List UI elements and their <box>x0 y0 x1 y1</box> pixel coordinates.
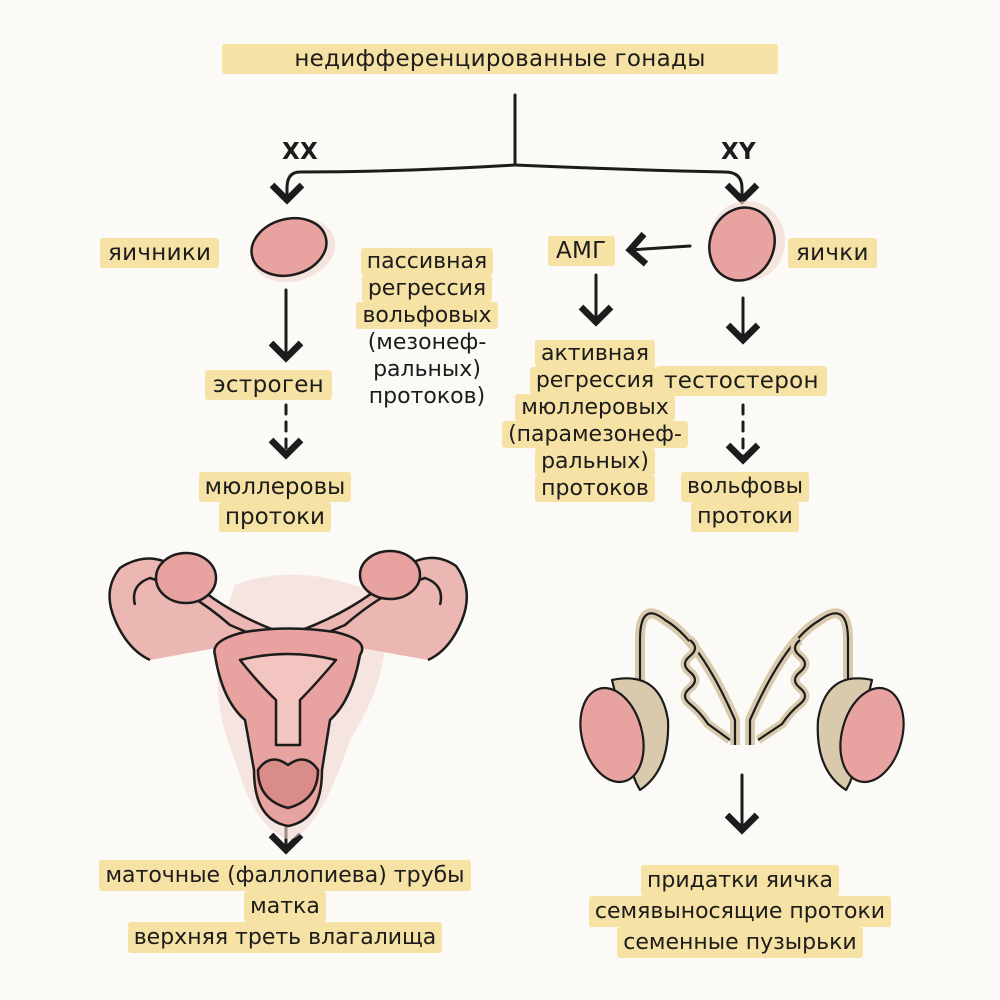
passive-regression-note: (мезонеф- <box>367 330 487 355</box>
active-regression-line: активная <box>535 340 655 367</box>
branch-connector <box>269 93 760 205</box>
passive-regression: пассивная регрессия вольфовых (мезонеф- … <box>352 248 502 410</box>
estrogen-label: эстроген <box>205 370 333 400</box>
active-regression-note: (парамезонеф- <box>502 421 688 448</box>
male-outcome-item: семявыносящие протоки <box>588 896 892 927</box>
female-outcome-item: маточные (фаллопиева) трубы <box>99 860 471 891</box>
male-outcomes: придатки яичка семявыносящие протоки сем… <box>545 865 935 958</box>
testosterone-label: тестостерон <box>656 366 827 396</box>
female-outcome-item: верхняя треть влагалища <box>127 922 443 953</box>
mullerian-ducts: мюллеровы протоки <box>180 472 370 532</box>
ovaries-label: яичники <box>100 238 220 268</box>
testes-illustration <box>579 608 905 792</box>
active-regression: активная регрессия мюллеровых (парамезон… <box>500 340 690 502</box>
passive-regression-line: регрессия <box>361 275 493 302</box>
ovary-icon <box>250 216 336 282</box>
passive-regression-line: пассивная <box>360 248 494 275</box>
uterus-illustration <box>108 549 469 840</box>
wolffian-ducts-line: протоки <box>691 502 799 532</box>
testes-label: яички <box>788 238 877 268</box>
passive-regression-line: вольфовых <box>356 302 498 329</box>
passive-regression-note: протоков) <box>368 384 486 409</box>
active-regression-note: протоков <box>535 475 655 502</box>
male-arrows <box>578 231 761 835</box>
title-undifferentiated-gonads: недифференцированные гонады <box>222 44 778 74</box>
female-outcome-item: матка <box>244 891 326 922</box>
active-regression-line: регрессия <box>529 367 661 394</box>
wolffian-ducts: вольфовы протоки <box>665 472 825 532</box>
amh-label: АМГ <box>548 236 615 266</box>
male-outcome-item: семенные пузырьки <box>617 927 863 958</box>
mullerian-ducts-line: протоки <box>218 502 332 532</box>
active-regression-line: мюллеровых <box>515 394 675 421</box>
branch-label-xy: XY <box>721 139 756 165</box>
passive-regression-note: ральных) <box>373 357 481 382</box>
male-outcome-item: придатки яичка <box>640 865 840 896</box>
branch-label-xx: XX <box>282 139 319 165</box>
testis-icon <box>708 201 785 282</box>
female-outcomes: маточные (фаллопиева) трубы матка верхня… <box>40 860 530 953</box>
active-regression-note: ральных) <box>535 448 655 475</box>
mullerian-ducts-line: мюллеровы <box>198 472 352 502</box>
wolffian-ducts-line: вольфовы <box>680 472 810 502</box>
